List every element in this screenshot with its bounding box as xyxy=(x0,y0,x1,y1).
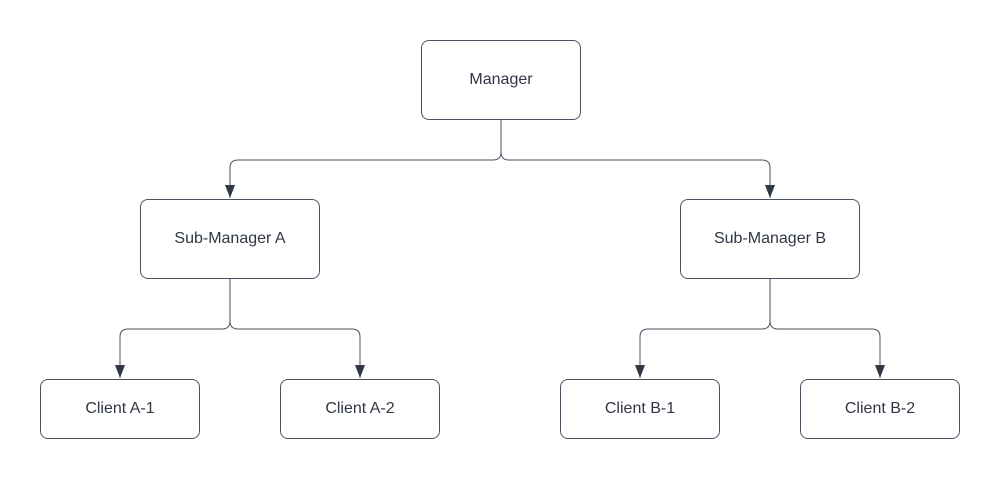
node-label: Client B-2 xyxy=(844,400,916,418)
node-label: Manager xyxy=(469,71,533,89)
edge-sub-manager-b-to-client-b-1 xyxy=(635,279,771,378)
node-label: Sub-Manager A xyxy=(174,230,286,248)
node-manager: Manager xyxy=(421,40,581,120)
node-label: Client B-1 xyxy=(604,400,676,418)
node-label: Sub-Manager B xyxy=(713,230,827,248)
node-sub-manager-a: Sub-Manager A xyxy=(140,199,320,279)
node-client-a-2: Client A-2 xyxy=(280,379,440,439)
edge-sub-manager-b-to-client-b-2 xyxy=(769,279,885,378)
node-client-b-2: Client B-2 xyxy=(800,379,960,439)
node-label: Client A-1 xyxy=(85,400,155,418)
edge-manager-to-sub-manager-b xyxy=(500,120,775,198)
edge-sub-manager-a-to-client-a-2 xyxy=(229,279,365,378)
edge-manager-to-sub-manager-a xyxy=(225,120,502,198)
node-client-a-1: Client A-1 xyxy=(40,379,200,439)
edge-sub-manager-a-to-client-a-1 xyxy=(115,279,231,378)
node-label: Client A-2 xyxy=(325,400,395,418)
node-sub-manager-b: Sub-Manager B xyxy=(680,199,860,279)
node-client-b-1: Client B-1 xyxy=(560,379,720,439)
